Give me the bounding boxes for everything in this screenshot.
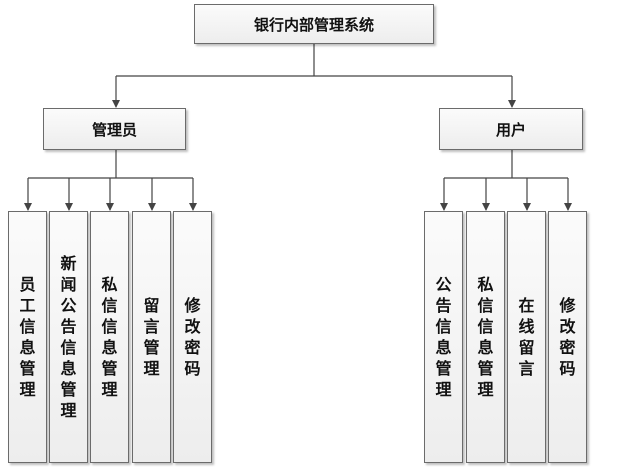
admin-node: 管理员 — [43, 108, 186, 150]
user-child-label: 私信信息管理 — [477, 275, 494, 399]
root-node: 银行内部管理系统 — [194, 4, 434, 44]
admin-label: 管理员 — [91, 120, 137, 139]
user-child-label: 公告信息管理 — [435, 275, 452, 399]
admin-child-private-message: 私信信息管理 — [90, 211, 129, 463]
admin-child-label: 修改密码 — [184, 296, 201, 378]
admin-child-news-notice: 新闻公告信息管理 — [49, 211, 88, 463]
admin-child-staff-info: 员工信息管理 — [8, 211, 47, 463]
user-child-private-message: 私信信息管理 — [466, 211, 505, 463]
user-child-label: 修改密码 — [559, 296, 576, 378]
user-child-online-message: 在线留言 — [507, 211, 546, 463]
admin-child-label: 私信信息管理 — [101, 275, 118, 399]
user-node: 用户 — [439, 108, 583, 150]
root-label: 银行内部管理系统 — [253, 15, 374, 34]
admin-child-label: 新闻公告信息管理 — [60, 254, 77, 420]
user-label: 用户 — [495, 120, 526, 139]
admin-child-message-board: 留言管理 — [132, 211, 171, 463]
admin-child-label: 员工信息管理 — [19, 275, 36, 399]
user-child-change-password: 修改密码 — [548, 211, 587, 463]
user-child-notice-info: 公告信息管理 — [424, 211, 463, 463]
user-child-label: 在线留言 — [518, 296, 535, 378]
admin-child-label: 留言管理 — [143, 296, 160, 378]
admin-child-change-password: 修改密码 — [173, 211, 212, 463]
